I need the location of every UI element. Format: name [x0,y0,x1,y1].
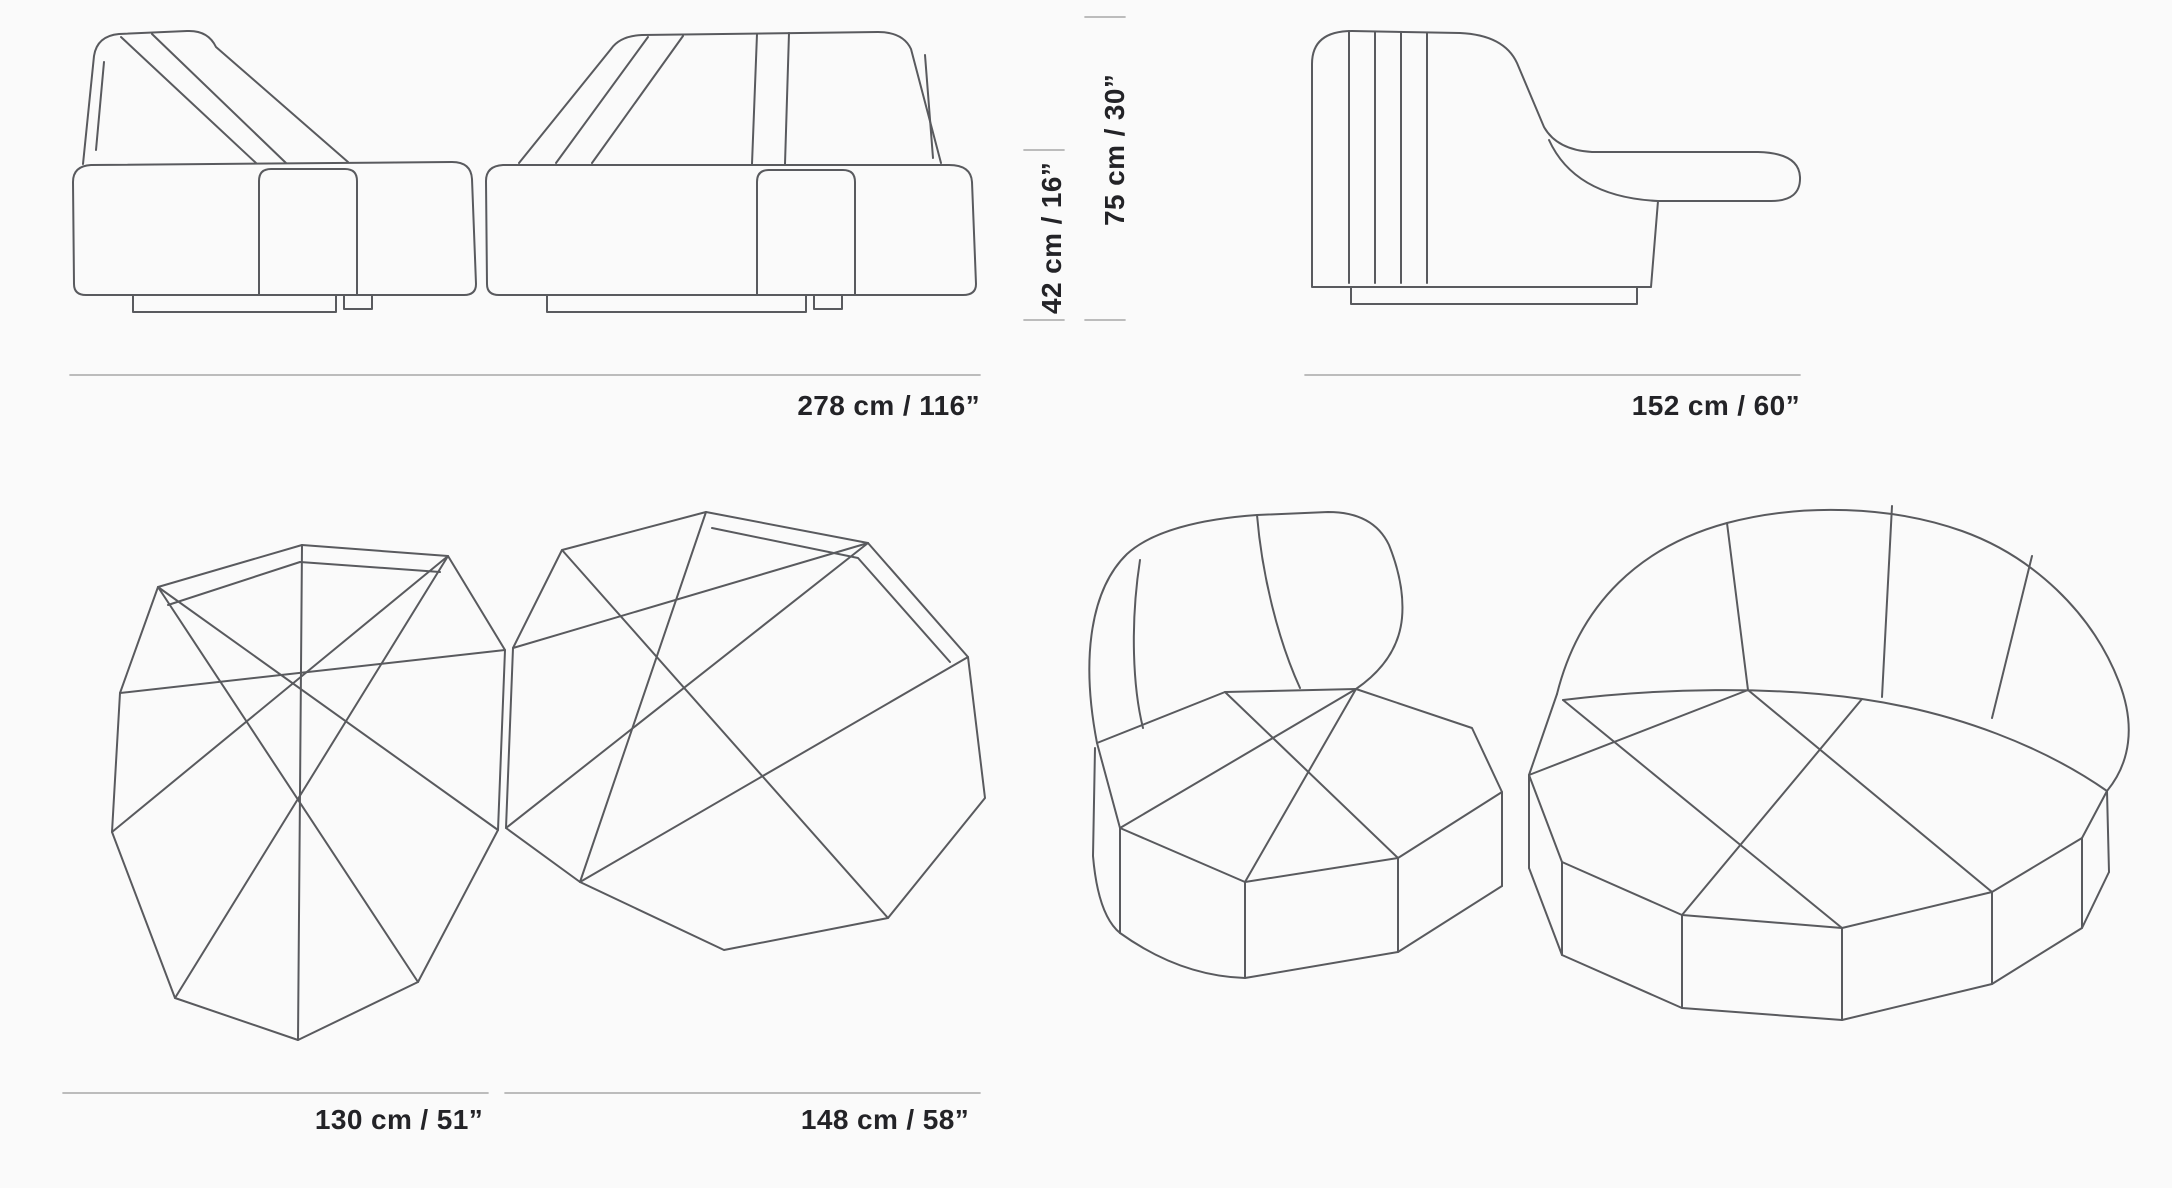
dim-label-seat-height: 42 cm / 16” [1036,161,1067,314]
front-view-drawing [72,29,977,313]
dim-label-front-width: 278 cm / 116” [797,390,980,421]
perspective-view-drawing [1088,505,2130,1021]
dimension-lines [62,16,1801,1094]
dim-label-plan-right-width: 148 cm / 58” [800,1104,970,1135]
dim-label-overall-height: 75 cm / 30” [1099,73,1130,226]
top-view-drawing [111,511,986,1041]
side-view-drawing [1311,30,1802,305]
dim-label-side-depth: 152 cm / 60” [1631,390,1800,421]
dim-label-plan-left-width: 130 cm / 51” [314,1104,484,1135]
